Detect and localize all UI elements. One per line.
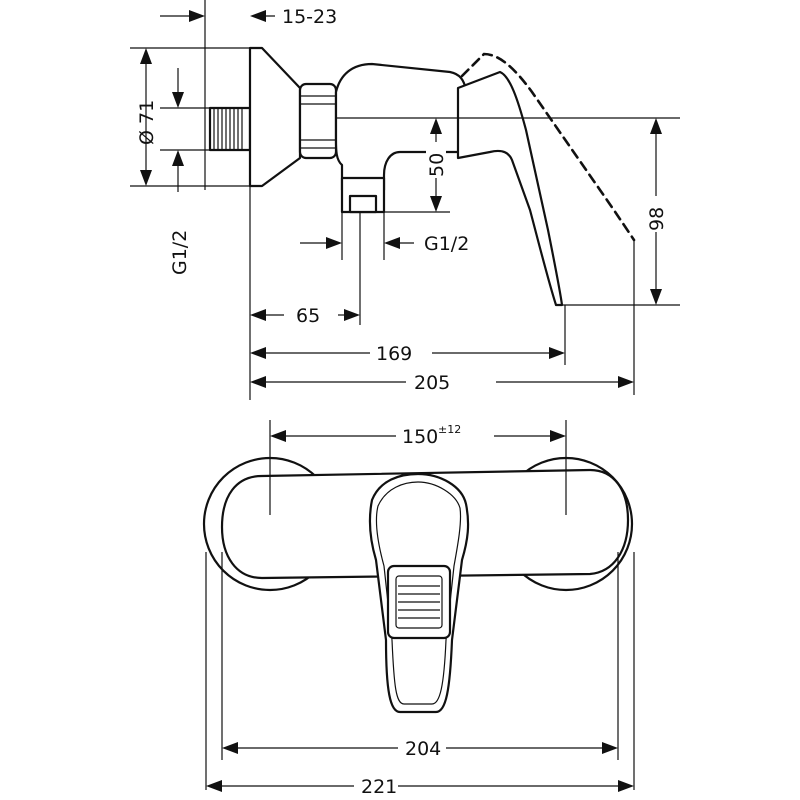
dim-total-width: 221 xyxy=(206,776,634,798)
dim-outlet-projection-label: 65 xyxy=(296,305,320,327)
dim-outlet-thread: G1/2 xyxy=(300,233,469,255)
dim-wall-offset: 15-23 xyxy=(160,6,337,28)
dim-total-projection: 205 xyxy=(250,372,634,394)
lever xyxy=(456,70,564,307)
dim-lever-height-label: 98 xyxy=(646,207,668,231)
dim-outlet-height-label: 50 xyxy=(426,153,448,177)
dim-center-tolerance-label: ±12 xyxy=(438,423,461,436)
dim-center-distance: 150 ±12 xyxy=(270,423,566,448)
dim-lever-height: 98 xyxy=(646,118,668,305)
wall-flange xyxy=(248,46,302,188)
outlet-nozzle xyxy=(340,176,386,214)
inlet-connector xyxy=(208,106,252,152)
dim-total-width-label: 221 xyxy=(361,776,397,798)
dim-wall-offset-label: 15-23 xyxy=(282,6,337,28)
union-nut xyxy=(298,82,338,160)
mixer-body xyxy=(334,62,468,192)
dim-outlet-projection: 65 xyxy=(250,305,360,327)
dim-lever-projection: 169 xyxy=(250,343,565,365)
dim-flange-diameter-label: Ø 71 xyxy=(136,100,158,145)
dim-inlet-thread: G1/2 xyxy=(169,68,191,275)
dim-lever-projection-label: 169 xyxy=(376,343,412,365)
dim-body-width: 204 xyxy=(222,738,618,760)
dim-outlet-thread-label: G1/2 xyxy=(424,233,469,255)
dim-center-distance-label: 150 xyxy=(402,426,438,448)
dim-body-width-label: 204 xyxy=(405,738,441,760)
side-view xyxy=(130,0,680,400)
dim-outlet-height: 50 xyxy=(426,118,448,212)
outlet-aerator xyxy=(386,564,452,640)
dim-total-projection-label: 205 xyxy=(414,372,450,394)
dim-flange-diameter: Ø 71 xyxy=(136,48,158,186)
front-view xyxy=(202,420,635,790)
dim-inlet-thread-label: G1/2 xyxy=(169,230,191,275)
lever-open-position xyxy=(460,52,636,242)
